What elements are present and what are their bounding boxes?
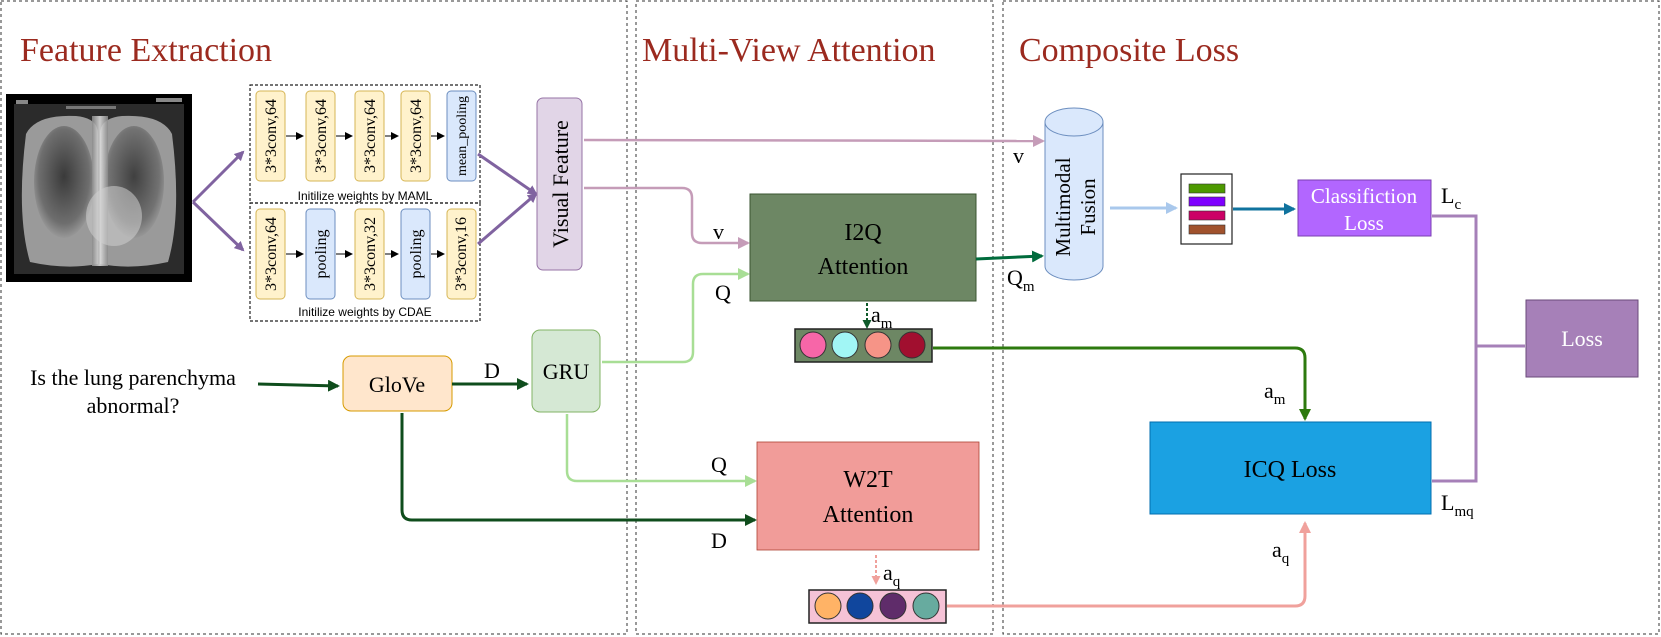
- feature-extraction-section: [0, 0, 628, 635]
- cdae-blocks: 3*3conv,64 pooling 3*3conv,32 pooling 3*…: [255, 208, 477, 300]
- cdae-to-visual-arrow: [477, 192, 538, 246]
- cdae-block-1-label: 3*3conv,64: [263, 217, 280, 291]
- cdae-block-3: [354, 208, 385, 300]
- output-bar-1: [1188, 183, 1226, 194]
- maml-block-1-label: 3*3conv,64: [263, 99, 280, 173]
- qm-label: Qm: [1007, 265, 1035, 295]
- am-circle-2: [831, 331, 859, 359]
- maml-block-3: [354, 90, 385, 182]
- v-label-i2q: v: [713, 219, 724, 244]
- visual-to-fusion-arrow: [583, 134, 1045, 147]
- glove-to-w2t-arrow: [400, 413, 757, 526]
- feature-extraction-title: Feature Extraction: [20, 32, 272, 69]
- d-label-w2t: D: [711, 528, 727, 553]
- am-to-icq-arrow: [933, 346, 1311, 421]
- glove-label: GloVe: [369, 372, 425, 397]
- w2t-attention-block: [756, 441, 980, 551]
- i2q-attention-block: [749, 193, 977, 302]
- maml-block-5: [446, 90, 477, 182]
- i2q-label-line-2: Attention: [818, 254, 909, 280]
- maml-block-3-label: 3*3conv,64: [362, 99, 379, 173]
- aq-circle-2: [846, 592, 874, 620]
- question-line-2: abnormal?: [87, 393, 180, 418]
- maml-block-1: [255, 90, 286, 182]
- loss-combination-bracket: [1432, 214, 1525, 483]
- maml-blocks: 3*3conv,64 3*3conv,64 3*3conv,64 3*3conv…: [255, 90, 477, 182]
- output-bar-3: [1188, 210, 1226, 221]
- cdae-block-2: [305, 208, 336, 300]
- cdae-block-3-label: 3*3conv,32: [362, 217, 379, 291]
- visual-feature-block: [536, 97, 583, 271]
- xray-to-cdae-arrow: [191, 200, 245, 252]
- cdae-block-2-label: pooling: [313, 230, 330, 279]
- maml-block-2-label: 3*3conv,64: [313, 99, 330, 173]
- maml-caption: Initilize weights by MAML: [298, 189, 433, 203]
- gru-to-i2q-arrow: [602, 268, 750, 364]
- q-label-i2q: Q: [715, 280, 731, 305]
- multi-view-attention-title: Multi-View Attention: [642, 32, 936, 69]
- cdae-block-1: [255, 208, 286, 300]
- visual-feature-label: Visual Feature: [548, 120, 573, 248]
- maml-block-4: [400, 90, 431, 182]
- lmq-label: Lmq: [1441, 490, 1474, 520]
- question-line-1: Is the lung parenchyma: [30, 365, 236, 390]
- output-bar-4: [1188, 224, 1226, 235]
- cdae-block-4-label: pooling: [408, 230, 425, 279]
- aq-label-icq: aq: [1272, 537, 1290, 567]
- am-circle-1: [799, 331, 827, 359]
- lc-label: Lc: [1441, 183, 1461, 213]
- loss-label: Loss: [1561, 326, 1603, 351]
- loss-block: [1525, 299, 1639, 378]
- d-label-glove-gru: D: [484, 358, 500, 383]
- cdae-caption: Initilize weights by CDAE: [298, 305, 431, 319]
- gru-block: [531, 329, 601, 413]
- q-label-w2t: Q: [711, 452, 727, 477]
- cdae-block-4: [400, 208, 431, 300]
- am-label-icq: am: [1264, 378, 1286, 408]
- i2q-label-line-1: I2Q: [844, 220, 881, 246]
- visual-to-i2q-arrow: [584, 186, 750, 249]
- aq-circle-3: [879, 592, 907, 620]
- fusion-label-line-2: Fusion: [1076, 178, 1100, 236]
- w2t-label-line-2: Attention: [823, 502, 914, 528]
- classification-label-line-2: Loss: [1344, 211, 1384, 235]
- maml-block-5-label: mean_pooling: [455, 96, 470, 176]
- aq-label-top: aq: [883, 560, 901, 590]
- multi-view-attention-section: [635, 0, 994, 635]
- am-circle-3: [864, 331, 892, 359]
- maml-block-2: [305, 90, 336, 182]
- gru-to-w2t-arrow: [565, 414, 757, 487]
- composite-loss-section: [1002, 0, 1660, 635]
- maml-block-4-label: 3*3conv,64: [408, 99, 425, 173]
- classification-loss-block: [1297, 179, 1432, 237]
- w2t-label-line-1: W2T: [843, 467, 893, 493]
- am-label-top: am: [871, 302, 893, 332]
- multimodal-fusion-cylinder: [1044, 107, 1104, 281]
- v-label-fusion: v: [1013, 143, 1024, 168]
- output-bar-2: [1188, 196, 1226, 207]
- cdae-block-5-label: 3*3conv,16: [453, 217, 470, 291]
- icq-loss-label: ICQ Loss: [1244, 457, 1337, 483]
- gru-label: GRU: [543, 359, 590, 384]
- question-to-glove-arrow: [257, 379, 340, 392]
- chest-xray-image: [6, 94, 192, 282]
- icq-loss-block: [1149, 421, 1432, 515]
- aq-circle-1: [814, 592, 842, 620]
- maml-to-visual-arrow: [477, 152, 538, 196]
- cdae-branch-box: [249, 202, 481, 322]
- classification-label-line-1: Classifiction: [1311, 184, 1418, 208]
- am-circle-4: [898, 331, 926, 359]
- fusion-label-line-1: Multimodal: [1051, 157, 1075, 256]
- i2q-to-fusion-arrow: [975, 250, 1044, 263]
- cdae-block-5: [446, 208, 477, 300]
- aq-to-icq-arrow: [947, 521, 1311, 608]
- aq-circle-4: [912, 592, 940, 620]
- xray-to-maml-arrow: [191, 150, 245, 204]
- composite-loss-title: Composite Loss: [1019, 32, 1239, 69]
